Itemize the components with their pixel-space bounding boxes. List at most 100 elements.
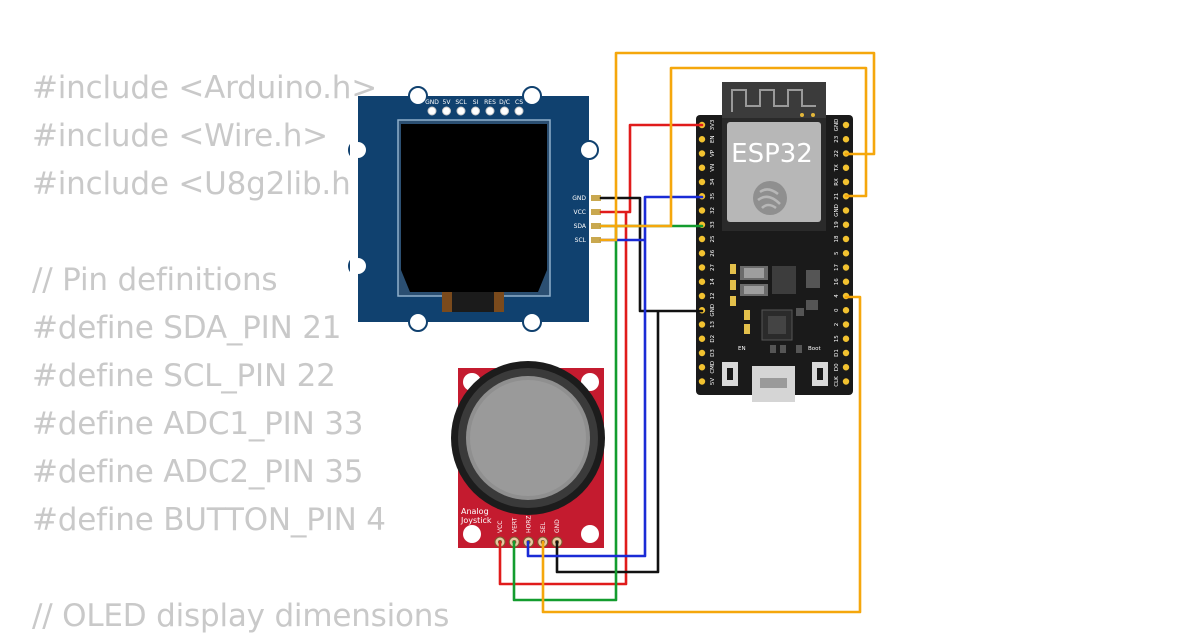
esp32-right-pin[interactable] <box>842 121 850 129</box>
esp32-left-pin[interactable] <box>698 235 706 243</box>
esp32-right-pin[interactable] <box>842 349 850 357</box>
esp32-left-pin[interactable] <box>698 335 706 342</box>
en-label: EN <box>738 346 746 352</box>
wire-orange <box>541 295 862 614</box>
esp32-right-pin[interactable] <box>842 321 850 328</box>
esp32-right-pin[interactable] <box>842 235 850 243</box>
esp32-left-pin-label: 33 <box>710 221 716 228</box>
esp32-left-pin-label: GND <box>710 304 716 317</box>
oled-side-pin-label: VCC <box>574 209 586 216</box>
esp32-left-pin-label: 12 <box>710 293 716 300</box>
esp32-right-pin[interactable] <box>842 178 850 186</box>
esp32-left-pin-label: 27 <box>710 264 716 271</box>
esp32-left-pin[interactable] <box>698 292 706 300</box>
code-line: #define SCL_PIN 22 <box>32 358 336 394</box>
esp32-right-pin[interactable] <box>842 207 850 214</box>
code-line: #define BUTTON_PIN 4 <box>32 502 386 538</box>
esp32-left-pin-label: D2 <box>710 335 716 343</box>
esp32-left-pin[interactable] <box>698 250 706 257</box>
esp32-right-pin-label: 0 <box>834 308 840 312</box>
oled-top-pin-label: CS <box>515 99 523 106</box>
esp32-left-pin-label: D3 <box>710 349 716 357</box>
esp32-left-pin[interactable] <box>698 136 706 143</box>
esp32-left-pin[interactable] <box>698 349 706 357</box>
esp32-left-pin-label: CMD <box>710 361 716 374</box>
oled-top-pin[interactable] <box>442 106 451 116</box>
esp32-right-pin[interactable] <box>842 221 850 228</box>
esp32-left-pin[interactable] <box>698 150 706 157</box>
code-line: #define ADC1_PIN 33 <box>32 406 364 442</box>
wire-orange <box>599 51 876 242</box>
esp32-left-pin-label: 3V3 <box>710 119 716 130</box>
esp32-right-pin-label: GND <box>834 204 840 217</box>
esp32-left-pin[interactable] <box>698 178 706 186</box>
esp32-right-pin-label: TX <box>834 164 840 172</box>
esp32-right-pin[interactable] <box>842 136 850 143</box>
oled-side-pin-label: SDA <box>574 223 587 230</box>
esp32-board[interactable]: ESP32 EN Boot 3V3ENVPVN34353233252627141… <box>696 82 853 402</box>
oled-top-pin[interactable] <box>485 106 495 116</box>
joystick-title-1: Analog <box>461 507 489 516</box>
esp32-right-pin-label: GND <box>834 119 840 132</box>
esp32-left-pin[interactable] <box>698 364 706 371</box>
esp32-right-pin[interactable] <box>842 264 850 271</box>
esp32-right-pin-label: 16 <box>834 278 840 285</box>
esp32-left-pin-label: VN <box>710 164 716 172</box>
oled-side-pin[interactable] <box>591 223 601 229</box>
oled-top-pin-label: GND <box>425 99 439 106</box>
oled-top-pin[interactable] <box>471 106 480 116</box>
esp32-right-pin-label: RX <box>834 178 840 186</box>
oled-top-pin-label: SCL <box>455 99 467 106</box>
esp32-left-pin[interactable] <box>698 264 706 271</box>
esp32-right-pin-label: 4 <box>834 294 840 298</box>
oled-side-pin[interactable] <box>591 237 601 243</box>
esp32-right-pin-label: 21 <box>834 193 840 200</box>
esp32-right-pin-label: CLK <box>834 376 840 387</box>
oled-top-pin[interactable] <box>514 106 524 116</box>
joystick-pin-label: GND <box>554 519 561 533</box>
esp32-left-pin[interactable] <box>698 378 706 385</box>
oled-top-pin[interactable] <box>500 106 509 116</box>
joystick-title-2: Joystick <box>460 516 492 525</box>
esp32-right-pin-label: 18 <box>834 235 840 242</box>
esp32-right-pin[interactable] <box>842 378 850 385</box>
boot-label: Boot <box>808 346 822 352</box>
esp32-left-pin-label: 32 <box>710 207 716 214</box>
code-line: #include <Wire.h> <box>32 118 328 154</box>
esp32-left-pin-label: 14 <box>710 278 716 285</box>
joystick-pin-label: VERT <box>511 517 518 533</box>
joystick-pin-label: VCC <box>497 521 504 533</box>
esp32-right-pin-label: D0 <box>834 363 840 371</box>
esp32-left-pin[interactable] <box>698 164 706 171</box>
esp32-left-pin[interactable] <box>698 321 706 328</box>
esp32-right-pin-label: 23 <box>834 135 840 142</box>
esp32-right-pin-label: D1 <box>834 349 840 357</box>
esp32-left-pin[interactable] <box>698 278 706 285</box>
joystick-pin-label: HORZ <box>526 515 533 533</box>
oled-top-pin-label: 5V <box>443 99 452 106</box>
esp32-right-pin[interactable] <box>842 307 850 314</box>
esp32-right-pin[interactable] <box>842 278 850 285</box>
esp32-left-pin-label: VP <box>710 149 716 157</box>
code-line: // Pin definitions <box>32 262 278 298</box>
esp32-right-pin[interactable] <box>842 364 850 371</box>
oled-side-pin-label: GND <box>572 195 586 202</box>
esp32-right-pin[interactable] <box>842 250 850 257</box>
esp32-right-pin[interactable] <box>842 164 850 171</box>
esp32-left-pin[interactable] <box>698 207 706 214</box>
oled-side-pin[interactable] <box>591 209 601 215</box>
oled-side-pin-label: SCL <box>575 237 587 244</box>
code-snippet: #include <Arduino.h>#include <Wire.h>#in… <box>32 64 449 640</box>
oled-top-pin[interactable] <box>456 106 466 116</box>
oled-top-pin[interactable] <box>427 106 437 116</box>
code-line: #define ADC2_PIN 35 <box>32 454 364 490</box>
esp32-right-pin-label: 17 <box>834 264 840 271</box>
oled-side-pin[interactable] <box>591 195 601 201</box>
esp32-right-pin[interactable] <box>842 335 850 342</box>
wire-blue <box>526 195 704 558</box>
esp32-left-pin-label: 35 <box>710 192 716 199</box>
code-line: // OLED display dimensions <box>32 598 450 634</box>
esp32-right-pin-label: 15 <box>834 335 840 342</box>
